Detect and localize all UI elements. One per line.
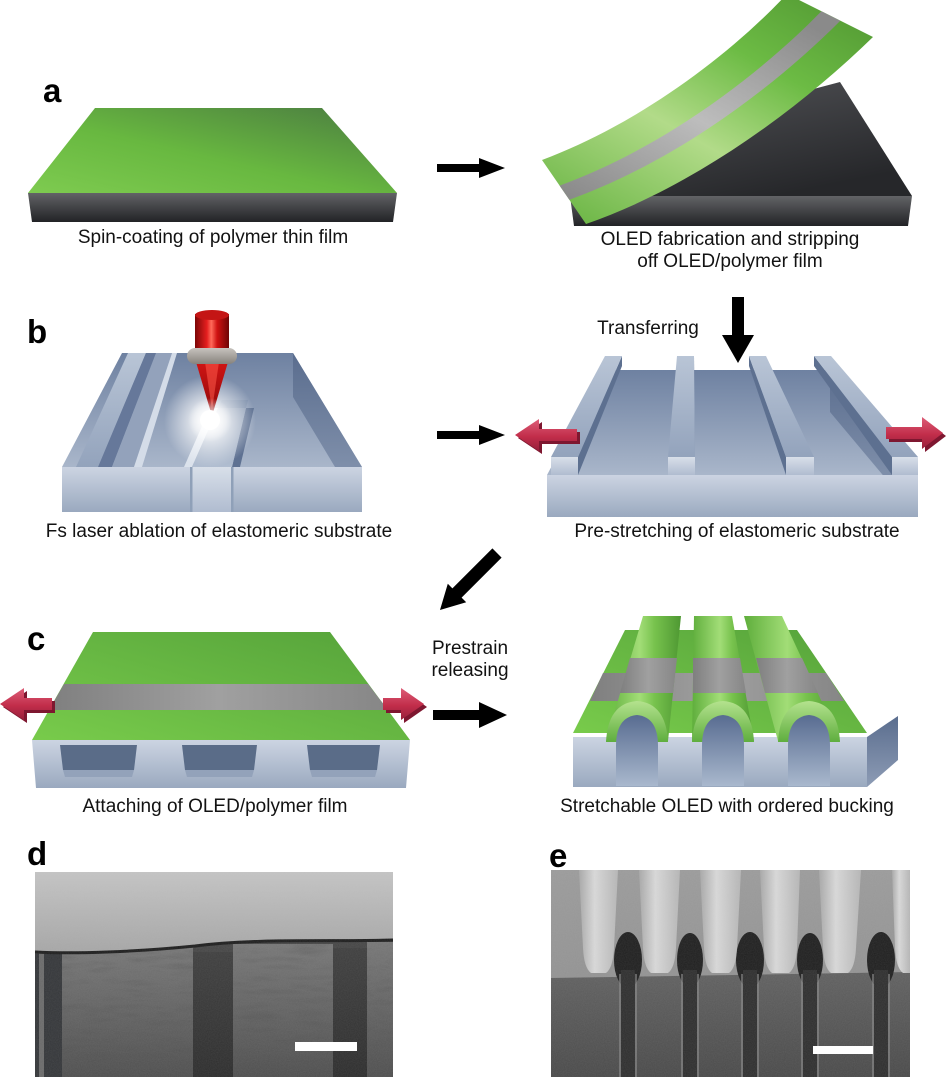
caption-attaching: Attaching of OLED/polymer film	[82, 796, 348, 817]
caption-spin-coating: Spin-coating of polymer thin film	[77, 227, 349, 248]
caption-stretchable-oled: Stretchable OLED with ordered bucking	[560, 796, 894, 817]
panel-label-e: e	[549, 837, 568, 874]
prestrain-releasing-line1: Prestrain	[431, 638, 509, 659]
caption-oled-fabrication: OLED fabrication and stripping off OLED/…	[550, 229, 910, 273]
panel-label-a: a	[43, 72, 62, 109]
sem-image-cross-section-d	[35, 872, 393, 1077]
buckled-oled-illustration	[573, 616, 898, 787]
diagonal-down-left-arrow-icon	[440, 548, 502, 610]
transfer-down-arrow-icon	[722, 297, 754, 363]
caption-laser-ablation: Fs laser ablation of elastomeric substra…	[45, 521, 393, 542]
prestrain-releasing-line2: releasing	[431, 660, 509, 681]
polymer-film-slab-illustration	[28, 108, 397, 222]
prestrain-releasing-label: Prestrain releasing	[420, 638, 520, 682]
scale-bar-d	[295, 1042, 357, 1051]
process-arrow-a-icon	[437, 158, 505, 178]
panel-label-d: d	[27, 835, 48, 872]
caption-oled-fabrication-line2: off OLED/polymer film	[637, 251, 823, 272]
release-arrow-icon	[433, 702, 507, 728]
attached-film-illustration	[0, 632, 427, 788]
panel-label-c: c	[27, 620, 46, 657]
caption-pre-stretching: Pre-stretching of elastomeric substrate	[574, 521, 900, 542]
laser-ablation-illustration	[62, 310, 362, 512]
sem-image-cross-section-e	[551, 870, 910, 1077]
prestretched-substrate-illustration	[515, 356, 946, 517]
oled-film-stripping-illustration	[542, 0, 912, 226]
process-arrow-b-icon	[437, 425, 505, 445]
transferring-label: Transferring	[597, 318, 699, 339]
stretch-arrow-left-icon	[0, 688, 55, 723]
caption-oled-fabrication-line1: OLED fabrication and stripping	[600, 229, 860, 250]
stretch-arrow-right-icon	[886, 417, 946, 452]
stretch-arrow-right-icon	[383, 688, 427, 723]
stretch-arrow-left-icon	[515, 419, 580, 454]
scale-bar-e	[813, 1046, 873, 1054]
panel-label-b: b	[27, 313, 48, 350]
